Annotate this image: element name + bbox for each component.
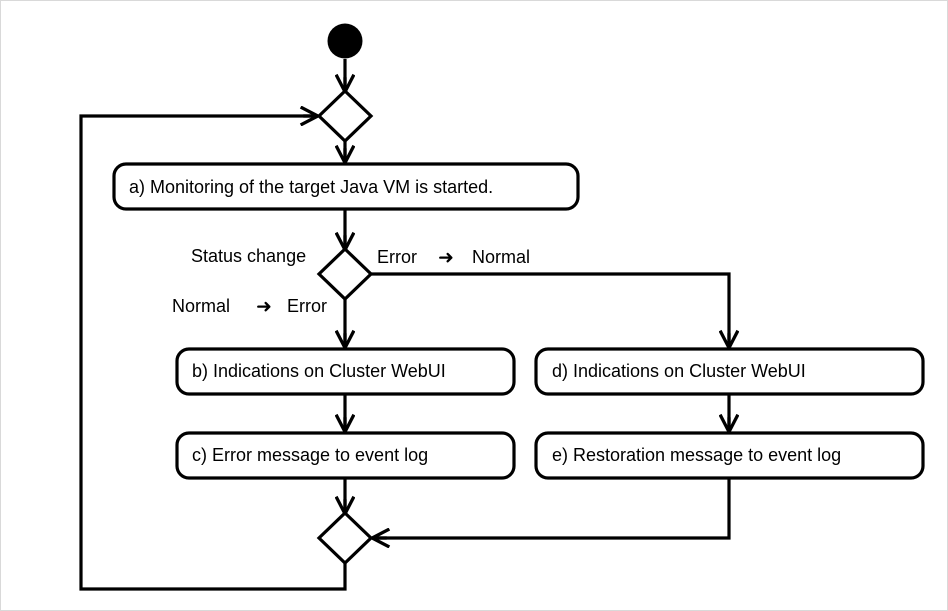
merge-node-top	[316, 88, 374, 144]
decision-node-status-change	[316, 246, 374, 302]
activity-b-shape	[175, 347, 516, 396]
edge-decision-to-d	[371, 272, 729, 347]
activity-a-label: a) Monitoring of the target Java VM is s…	[129, 177, 493, 197]
activity-node-d[interactable]: d) Indications on Cluster WebUI	[534, 347, 925, 396]
activity-d-shape	[534, 347, 925, 396]
activity-a-shape	[112, 162, 580, 211]
edge-label-normal-to-error-to: Error	[287, 296, 327, 316]
edge-e-to-merge-bottom	[373, 477, 731, 538]
edge-label-error-to-normal-to: Normal	[472, 247, 530, 267]
activity-c-label: c) Error message to event log	[192, 445, 428, 465]
activity-e-shape	[534, 431, 925, 480]
activity-node-b[interactable]: b) Indications on Cluster WebUI	[175, 347, 516, 396]
activity-node-a[interactable]: a) Monitoring of the target Java VM is s…	[112, 162, 580, 211]
edge-label-normal-to-error-from: Normal	[172, 296, 230, 316]
edge-label-normal-to-error: Normal ➜ Error	[172, 296, 327, 318]
activity-d-label: d) Indications on Cluster WebUI	[552, 361, 806, 381]
activity-e-label: e) Restoration message to event log	[552, 445, 841, 465]
edge-label-status-change: Status change	[191, 246, 306, 266]
activity-b-label: b) Indications on Cluster WebUI	[192, 361, 446, 381]
edge-label-error-to-normal-from: Error	[377, 247, 417, 267]
right-arrow-icon: ➜	[256, 296, 272, 318]
activity-c-shape	[175, 431, 516, 480]
merge-node-bottom	[316, 510, 374, 566]
initial-node	[327, 23, 363, 59]
edge-label-error-to-normal: Error ➜ Normal	[377, 247, 530, 269]
right-arrow-icon-2: ➜	[438, 247, 454, 269]
activity-node-e[interactable]: e) Restoration message to event log	[534, 431, 925, 480]
edge-loop-back-to-merge-top	[79, 116, 347, 591]
activity-node-c[interactable]: c) Error message to event log	[175, 431, 516, 480]
